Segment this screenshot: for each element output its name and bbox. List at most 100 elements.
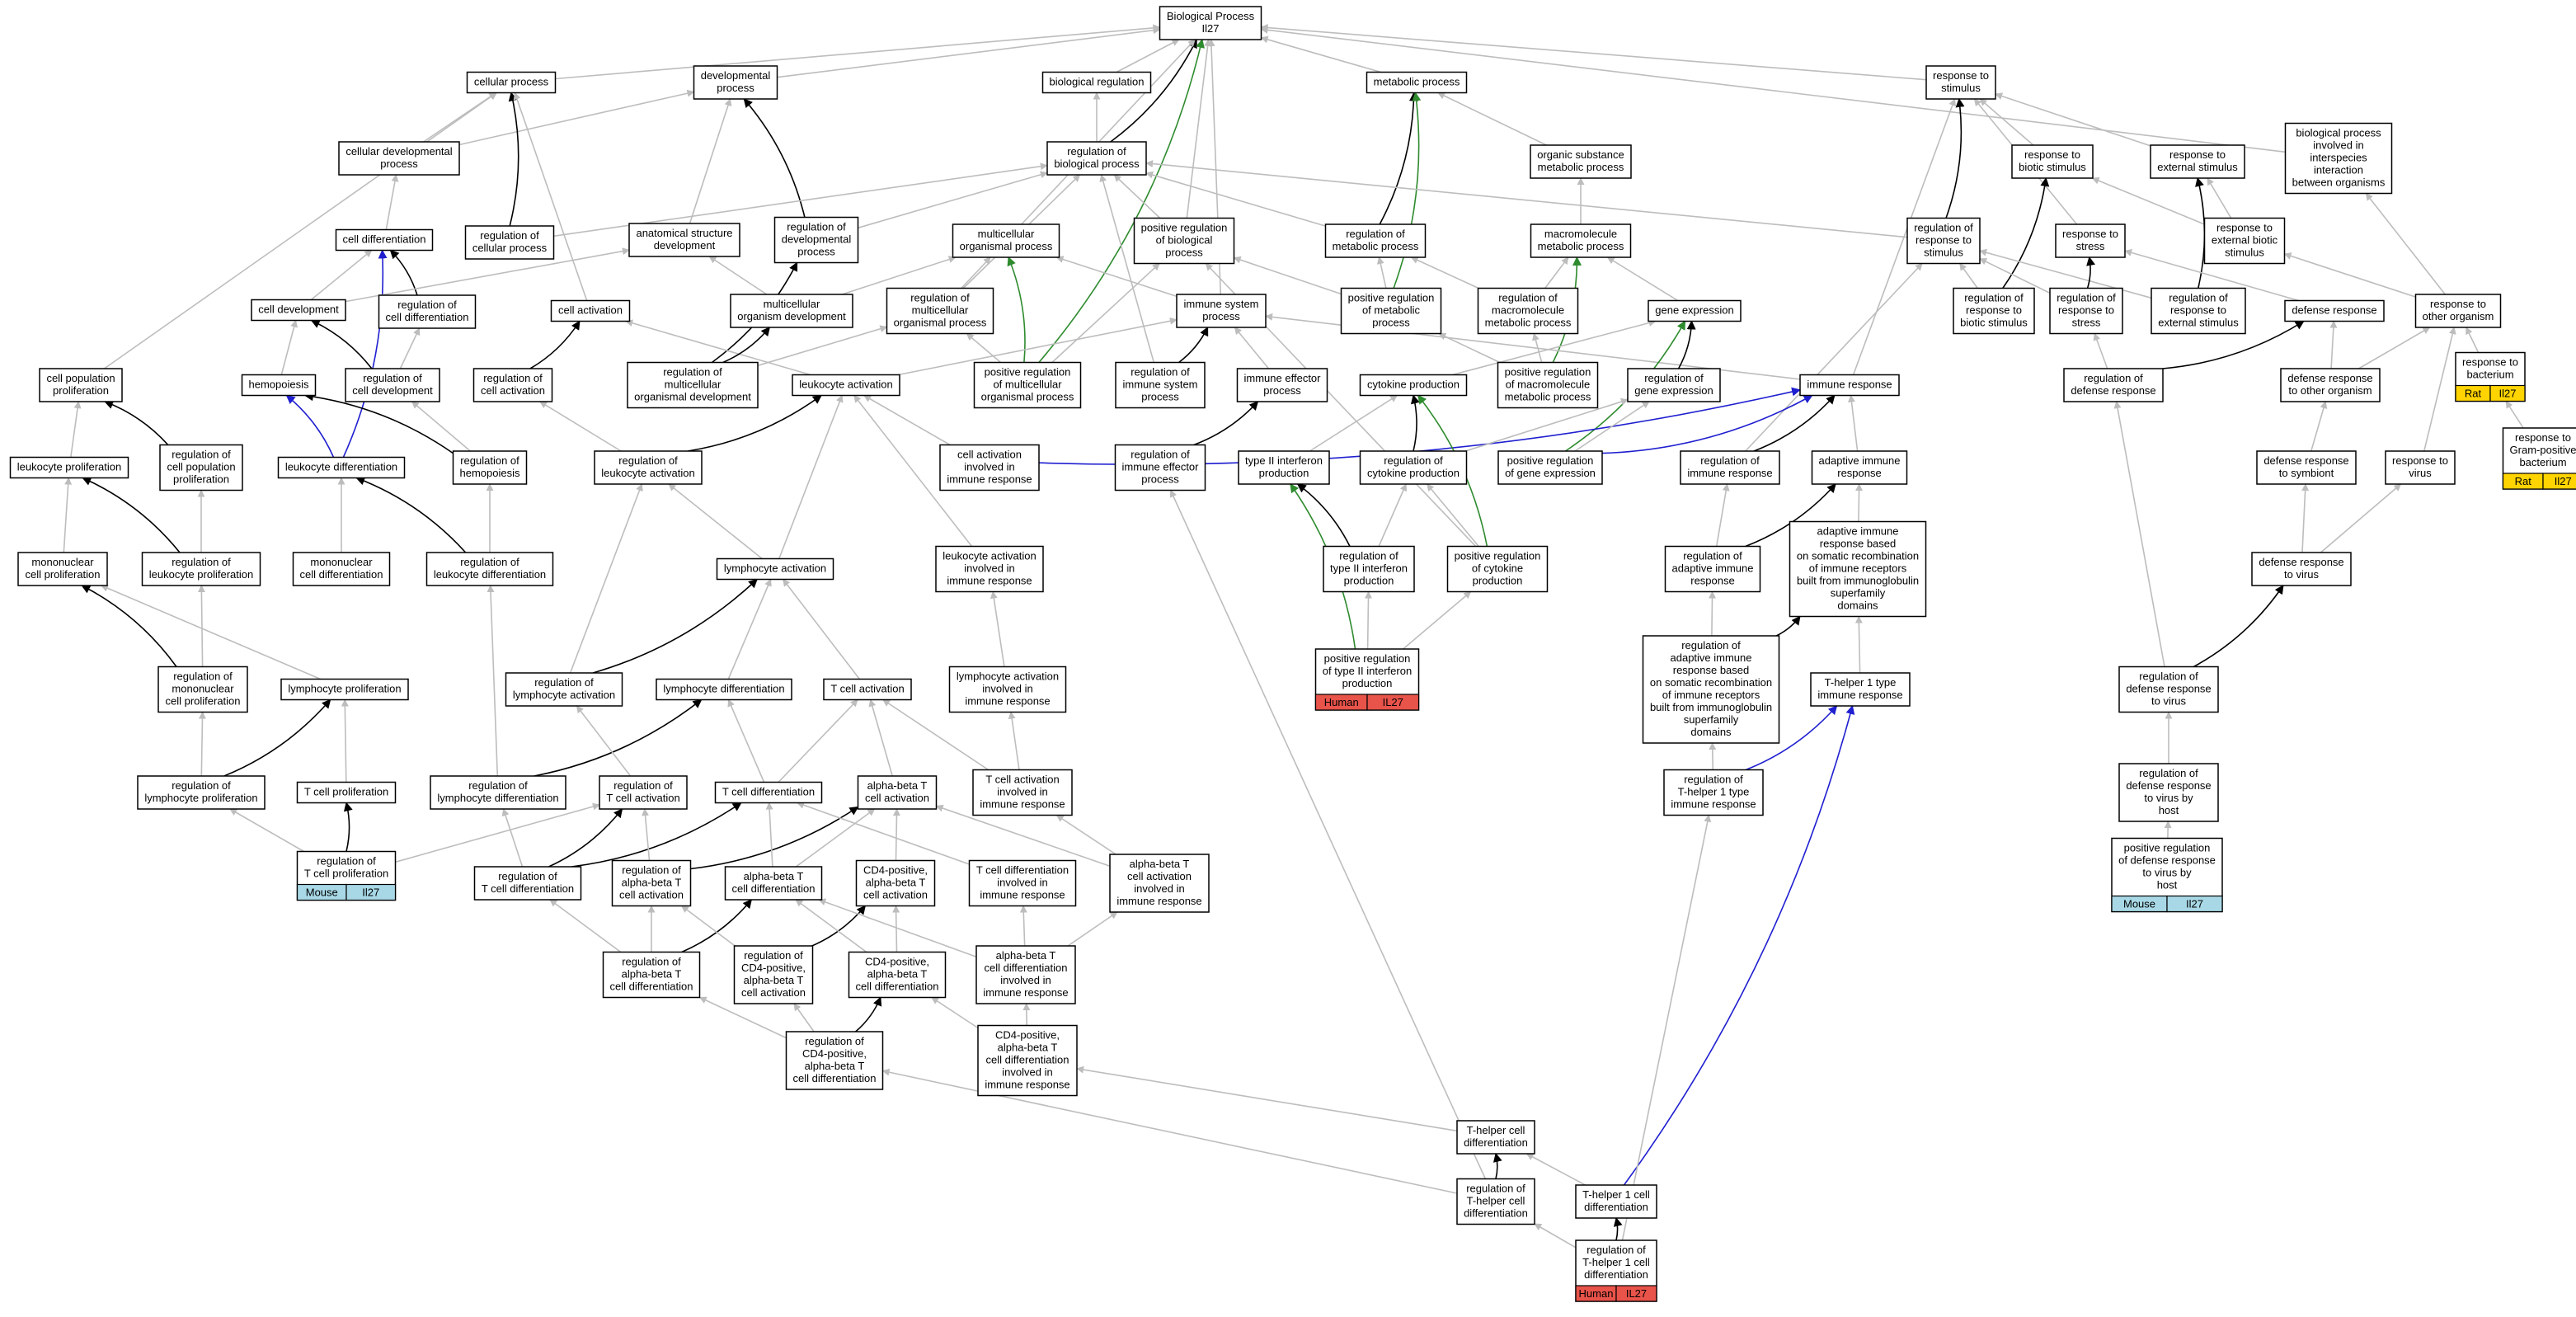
go-term-meta[interactable]: metabolic process <box>1366 71 1468 94</box>
go-term-leukprol[interactable]: leukocyte proliferation <box>9 456 129 479</box>
go-term-cellact[interactable]: cell activation <box>550 299 631 322</box>
go-term-breg[interactable]: biological regulation <box>1041 71 1152 94</box>
go-term-celldev[interactable]: cell development <box>251 299 346 322</box>
go-term-gexp[interactable]: gene expression <box>1648 299 1742 322</box>
go-term-tcdiff[interactable]: T cell differentiation <box>714 781 823 804</box>
go-term-hemo[interactable]: hemopoiesis <box>241 374 317 397</box>
go-term-tcact[interactable]: T cell activation <box>823 678 912 701</box>
go-term-leukdiff[interactable]: leukocyte differentiation <box>277 456 406 479</box>
go-term-lymdiff[interactable]: lymphocyte differentiation <box>656 678 792 701</box>
go-term-lymact[interactable]: lymphocyte activation <box>716 557 834 581</box>
go-term-cytprod[interactable]: cytokine production <box>1359 374 1468 397</box>
go-term-defresp[interactable]: defense response <box>2284 299 2385 322</box>
go-term-immresp[interactable]: immune response <box>1799 374 1900 397</box>
go-term-lymprol[interactable]: lymphocyte proliferation <box>280 678 409 701</box>
go-term-cp[interactable]: cellular process <box>466 71 557 94</box>
